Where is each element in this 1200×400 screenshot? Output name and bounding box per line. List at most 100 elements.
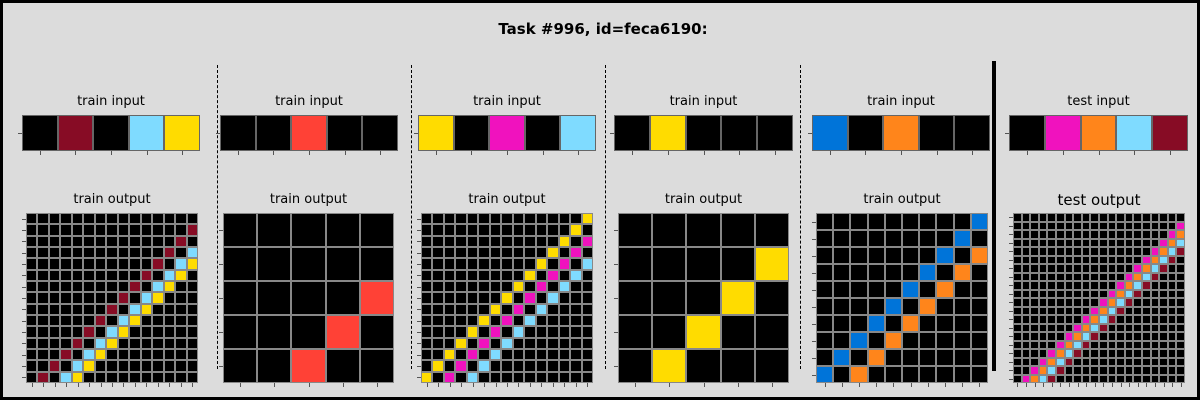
grid-cell: [1038, 323, 1048, 332]
grid-cell: [1064, 323, 1074, 332]
grid-cell: [524, 235, 536, 247]
grid-cell: [106, 303, 118, 315]
grid-cell: [1124, 374, 1134, 383]
grid-cell: [1167, 298, 1177, 307]
grid-cell: [953, 247, 971, 264]
grid-cell: [1167, 332, 1177, 341]
grid-cell: [1073, 306, 1082, 315]
grid-cell: [1107, 332, 1117, 341]
grid-cell: [1167, 238, 1177, 247]
grid-cell: [512, 235, 525, 247]
grid-cell: [60, 314, 72, 327]
grid-cell: [547, 224, 559, 236]
grid-cell: [478, 337, 490, 349]
grid-cell: [884, 349, 902, 366]
grid-cell: [1081, 230, 1091, 239]
grid-cell: [129, 269, 141, 281]
grid-cell: [953, 298, 971, 315]
grid-cell: [1073, 298, 1082, 307]
grid-cell: [570, 269, 582, 281]
grid-cell: [902, 315, 920, 332]
grid-cell: [1047, 315, 1056, 324]
grid-cell: [37, 224, 49, 236]
grid-cell: [140, 258, 153, 270]
grid-cell: [1064, 272, 1074, 281]
grid-cell: [186, 224, 198, 236]
grid-cell: [443, 348, 456, 361]
grid-cell: [163, 326, 176, 338]
grid-cell: [164, 115, 200, 151]
grid-cell: [478, 326, 490, 338]
grid-cell: [954, 115, 990, 151]
grid-cell: [1064, 357, 1074, 366]
grid-cell: [535, 348, 548, 361]
grid-cell: [1021, 289, 1031, 298]
grid-cell: [48, 213, 61, 225]
grid-cell: [1090, 281, 1099, 290]
grid-cell: [291, 213, 326, 247]
grid-cell: [255, 115, 292, 151]
grid-cell: [163, 258, 176, 270]
grid-cell: [501, 348, 513, 361]
grid-cell: [129, 314, 141, 327]
grid-cell: [71, 348, 84, 361]
grid-cell: [152, 269, 164, 281]
grid-cell: [1150, 255, 1160, 264]
grid-cell: [547, 258, 559, 270]
grid-cell: [1073, 221, 1082, 230]
grid-cell: [117, 235, 130, 247]
grid-cell: [60, 246, 72, 259]
grid-cell: [71, 303, 84, 315]
grid-cell: [614, 115, 650, 151]
grid-cell: [1133, 289, 1142, 298]
output-label: train output: [73, 192, 151, 207]
grid-cell: [570, 224, 582, 236]
grid-cell: [547, 246, 559, 259]
grid-cell: [140, 360, 153, 372]
grid-cell: [1047, 340, 1056, 349]
grid-cell: [37, 303, 49, 315]
grid-cell: [1038, 349, 1048, 358]
grid-cell: [186, 348, 198, 361]
grid-cell: [432, 235, 444, 247]
grid-cell: [1021, 298, 1031, 307]
grid-cell: [1167, 340, 1177, 349]
grid-cell: [936, 298, 954, 315]
grid-cell: [1013, 332, 1022, 341]
grid-cell: [1159, 230, 1168, 239]
grid-cell: [83, 258, 95, 270]
grid-cell: [48, 280, 61, 293]
grid-cell: [1142, 213, 1151, 222]
grid-cell: [816, 230, 834, 247]
grid-cell: [618, 213, 653, 247]
grid-cell: [1056, 315, 1065, 324]
grid-cell: [175, 337, 187, 349]
grid-cell: [850, 264, 868, 281]
grid-cell: [720, 213, 755, 247]
grid-cell: [1176, 349, 1185, 358]
grid-cell: [1167, 349, 1177, 358]
grid-cell: [1133, 349, 1142, 358]
grid-cell: [1116, 213, 1125, 222]
grid-cell: [1030, 221, 1039, 230]
grid-cell: [26, 326, 38, 338]
grid-cell: [1124, 289, 1134, 298]
grid-cell: [1099, 357, 1108, 366]
grid-cell: [570, 280, 582, 293]
grid-cell: [1099, 289, 1108, 298]
grid-cell: [432, 280, 444, 293]
grid-cell: [1099, 255, 1108, 264]
grid-cell: [140, 314, 153, 327]
grid-cell: [570, 337, 582, 349]
grid-cell: [257, 315, 292, 349]
grid-cell: [489, 314, 502, 327]
grid-cell: [1064, 281, 1074, 290]
grid-cell: [649, 115, 686, 151]
grid-cell: [1099, 306, 1108, 315]
grid-cell: [1056, 272, 1065, 281]
grid-cell: [850, 349, 868, 366]
grid-cell: [186, 292, 198, 304]
grid-cell: [547, 360, 559, 372]
grid-cell: [26, 246, 38, 259]
grid-cell: [512, 371, 525, 383]
